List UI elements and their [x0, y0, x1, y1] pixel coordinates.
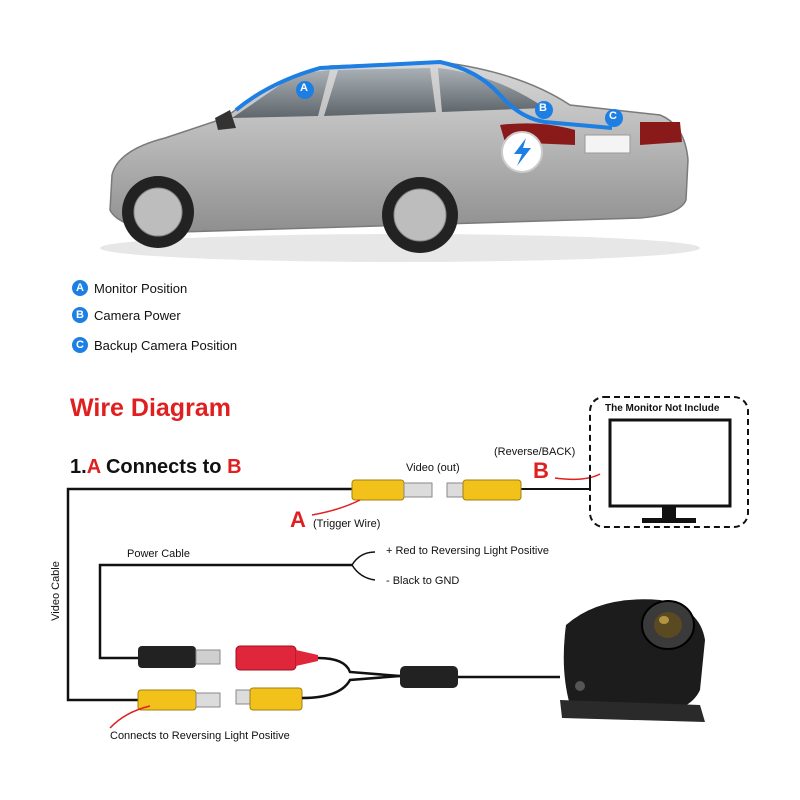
- reverse-wire-pointer: [554, 473, 601, 481]
- video-cable-label: Video Cable: [49, 561, 62, 621]
- legend-text: Camera Power: [94, 307, 181, 323]
- car-marker-a: [296, 81, 314, 99]
- legend-text: Backup Camera Position: [94, 337, 238, 353]
- reversing-light-pointer: [109, 705, 151, 729]
- connector-letter-b: B: [533, 458, 549, 483]
- wire-diagram-title: Wire Diagram: [70, 394, 231, 422]
- monitor-icon: [608, 418, 732, 508]
- monitor-dashed-frame: [589, 396, 749, 528]
- car-front-window: [324, 68, 436, 116]
- reversing-light-label: Connects to Reversing Light Positive: [110, 730, 290, 742]
- legend-badge: C: [72, 337, 88, 353]
- backup-camera: [560, 599, 705, 722]
- legend-item-c: C Backup Camera Position: [72, 337, 237, 353]
- side-mirror: [215, 110, 236, 130]
- car-illustration: [100, 59, 700, 262]
- car-shadow: [100, 234, 700, 262]
- dc-plug-black: [138, 646, 196, 668]
- legend-badge: B: [72, 307, 88, 323]
- video-cable: [66, 487, 352, 702]
- car-tail-light-right: [640, 122, 682, 145]
- reverse-back-label: (Reverse/BACK): [494, 446, 576, 458]
- license-plate: [584, 134, 631, 154]
- legend-badge: A: [72, 280, 88, 296]
- step-prefix: 1.: [70, 456, 87, 478]
- car-marker-a-label: A: [300, 82, 308, 94]
- legend-item-b: B Camera Power: [72, 307, 181, 323]
- car-marker-c: [605, 109, 623, 127]
- power-cable-label: Power Cable: [127, 548, 190, 560]
- inline-filter: [400, 666, 458, 688]
- connector-letter-a: A: [290, 507, 306, 532]
- black-wire-label: - Black to GND: [386, 575, 460, 587]
- car-marker-b: [535, 101, 553, 119]
- dc-socket-red: [235, 645, 297, 671]
- monitor-note: The Monitor Not Include: [605, 403, 720, 414]
- car-marker-c-label: C: [609, 110, 617, 122]
- rca-female-connector: [351, 479, 405, 501]
- legend-text: Monitor Position: [94, 280, 188, 296]
- video-out-label: Video (out): [406, 462, 460, 474]
- step-middle: Connects to: [100, 456, 228, 478]
- step-letter-b: B: [227, 456, 242, 478]
- monitor-cable: [520, 475, 591, 490]
- car-rear-window: [438, 68, 545, 112]
- step-letter-a: A: [86, 456, 101, 478]
- car-marker-b-label: B: [539, 102, 547, 114]
- rca-male-connector: [462, 479, 522, 501]
- trigger-wire-pointer: [311, 499, 361, 516]
- power-cable: [98, 563, 352, 660]
- trigger-wire-label: (Trigger Wire): [313, 518, 381, 530]
- rca-bottom-right: [249, 687, 303, 711]
- step-heading: 1.A Connects to B: [70, 456, 242, 479]
- car-wiring-path: [234, 59, 613, 130]
- red-wire-label: + Red to Reversing Light Positive: [386, 545, 549, 557]
- legend-item-a: A Monitor Position: [72, 280, 187, 296]
